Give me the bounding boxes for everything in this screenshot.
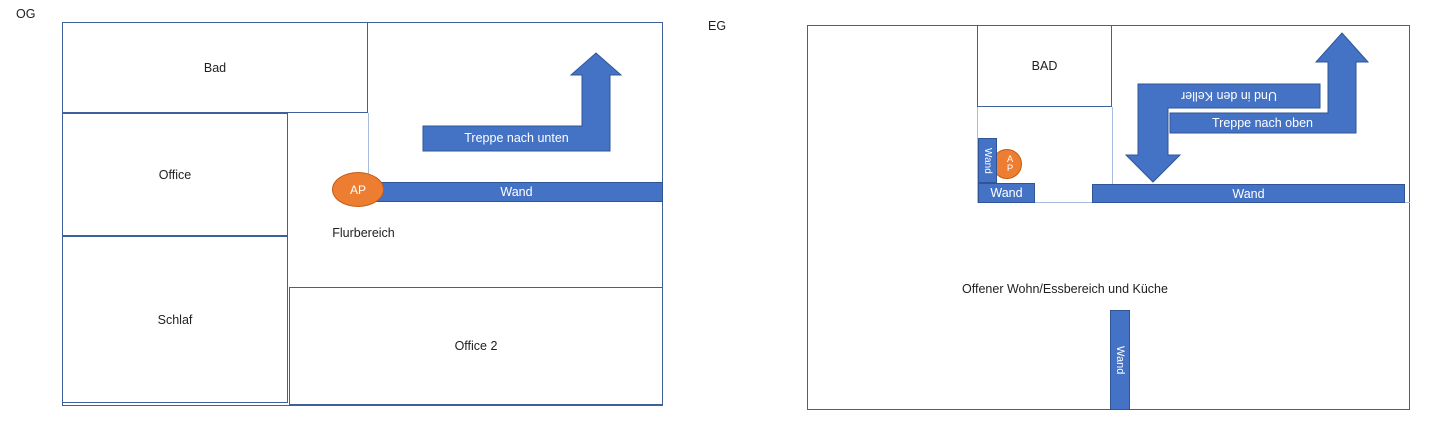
eg-wall-horizontal-small-label: Wand bbox=[990, 186, 1023, 200]
og-room-schlaf-label: Schlaf bbox=[157, 312, 193, 327]
eg-wall-bottom: Wand bbox=[1110, 310, 1130, 410]
eg-living-area-label: Offener Wohn/Essbereich und Küche bbox=[962, 282, 1168, 296]
floor-label-og: OG bbox=[16, 7, 36, 21]
eg-wall-bottom-label: Wand bbox=[1114, 345, 1126, 375]
og-room-office: Office bbox=[62, 113, 288, 236]
og-room-bad-label: Bad bbox=[203, 60, 227, 75]
og-room-office-label: Office bbox=[158, 167, 192, 182]
og-wall-bar: Wand bbox=[370, 182, 663, 202]
eg-access-point-label-line1: A bbox=[1006, 153, 1014, 165]
og-room-office2-label: Office 2 bbox=[454, 339, 498, 353]
eg-room-bad-label: BAD bbox=[1031, 59, 1058, 73]
og-wall-bar-label: Wand bbox=[500, 185, 533, 199]
og-corridor-label: Flurbereich bbox=[332, 226, 395, 240]
eg-wall-main-label: Wand bbox=[1232, 186, 1265, 201]
og-stairs-down-label: Treppe nach unten bbox=[464, 131, 569, 145]
eg-stairs-to-basement-label: Und in den Keller bbox=[1181, 89, 1277, 103]
eg-wall-vertical-small: Wand bbox=[978, 138, 997, 183]
eg-stairs-up-label: Treppe nach oben bbox=[1211, 116, 1313, 130]
og-room-office2: Office 2 bbox=[289, 287, 663, 405]
og-access-point-label: AP bbox=[349, 182, 366, 197]
eg-wall-main: Wand bbox=[1092, 184, 1405, 203]
eg-wall-horizontal-small: Wand bbox=[978, 183, 1035, 203]
floor-label-eg: EG bbox=[708, 19, 727, 33]
eg-corridor-right-line bbox=[1112, 107, 1113, 186]
eg-room-bad: BAD bbox=[977, 25, 1112, 107]
og-room-bad: Bad bbox=[62, 22, 368, 113]
eg-corridor-left-line bbox=[977, 107, 978, 203]
og-corridor-divider-line bbox=[368, 113, 369, 182]
og-access-point: AP bbox=[332, 172, 384, 207]
eg-access-point-label-line2: P bbox=[1006, 163, 1014, 174]
eg-wall-vertical-small-label: Wand bbox=[982, 147, 993, 174]
og-room-schlaf: Schlaf bbox=[62, 236, 288, 403]
